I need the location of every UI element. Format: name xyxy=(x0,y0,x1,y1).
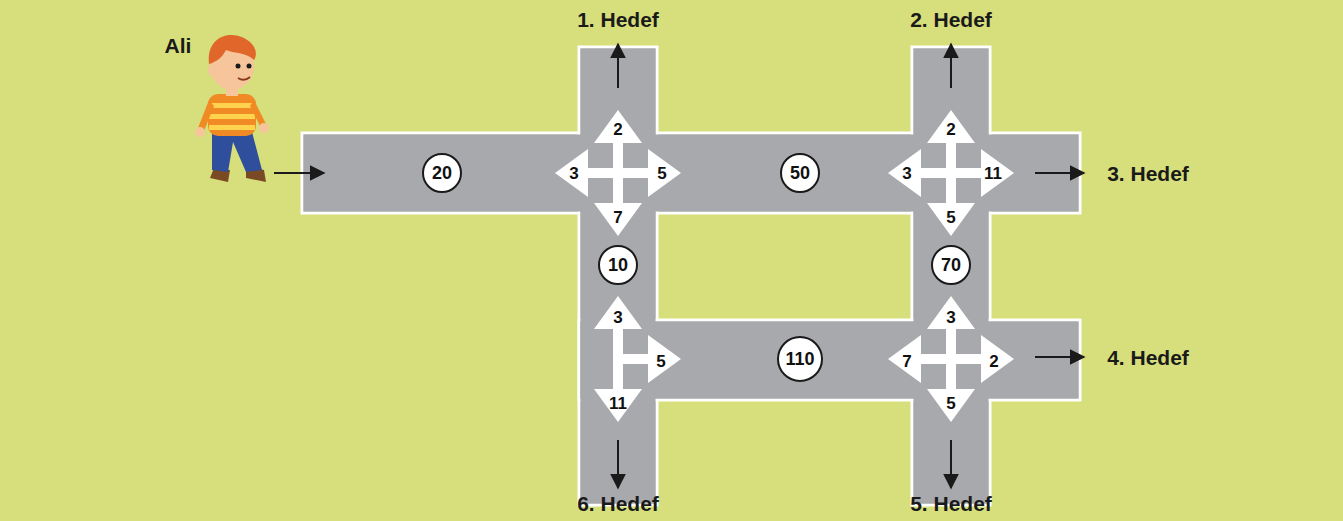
target-label: 1. Hedef xyxy=(577,9,659,30)
direction-number: 3 xyxy=(613,309,622,326)
direction-number: 5 xyxy=(946,395,955,412)
direction-number: 2 xyxy=(946,121,955,138)
target-label: 3. Hedef xyxy=(1107,163,1189,184)
target-label: 6. Hedef xyxy=(577,493,659,514)
target-label: 2. Hedef xyxy=(910,9,992,30)
direction-number: 3 xyxy=(902,165,911,182)
road-fill xyxy=(304,49,1079,504)
number-circle: 50 xyxy=(780,153,820,193)
direction-number: 2 xyxy=(989,353,998,370)
target-label: 4. Hedef xyxy=(1107,347,1189,368)
direction-number: 11 xyxy=(609,395,627,412)
direction-number: 7 xyxy=(902,353,911,370)
number-circle: 20 xyxy=(422,153,462,193)
circle-number: 20 xyxy=(432,164,452,182)
target-label: Ali xyxy=(165,35,192,56)
direction-number: 5 xyxy=(946,209,955,226)
circle-number: 50 xyxy=(790,164,810,182)
direction-number: 5 xyxy=(657,165,666,182)
direction-number: 7 xyxy=(613,209,622,226)
cross-sign xyxy=(555,110,681,236)
target-label: 5. Hedef xyxy=(910,493,992,514)
number-circle: 110 xyxy=(777,336,823,382)
number-circle: 10 xyxy=(598,245,638,285)
number-circle: 70 xyxy=(931,245,971,285)
cross-sign xyxy=(594,296,681,422)
direction-number: 3 xyxy=(569,165,578,182)
direction-number: 5 xyxy=(656,353,665,370)
circle-number: 10 xyxy=(608,256,628,274)
ali-figure xyxy=(195,35,269,182)
road-borders xyxy=(302,47,1080,505)
direction-number: 3 xyxy=(946,309,955,326)
circle-number: 70 xyxy=(941,256,961,274)
direction-arrows xyxy=(274,44,1084,488)
cross-sign xyxy=(888,110,1014,236)
direction-number: 11 xyxy=(984,165,1002,182)
circle-number: 110 xyxy=(785,350,814,368)
direction-number: 2 xyxy=(613,121,622,138)
cross-sign xyxy=(888,296,1014,422)
